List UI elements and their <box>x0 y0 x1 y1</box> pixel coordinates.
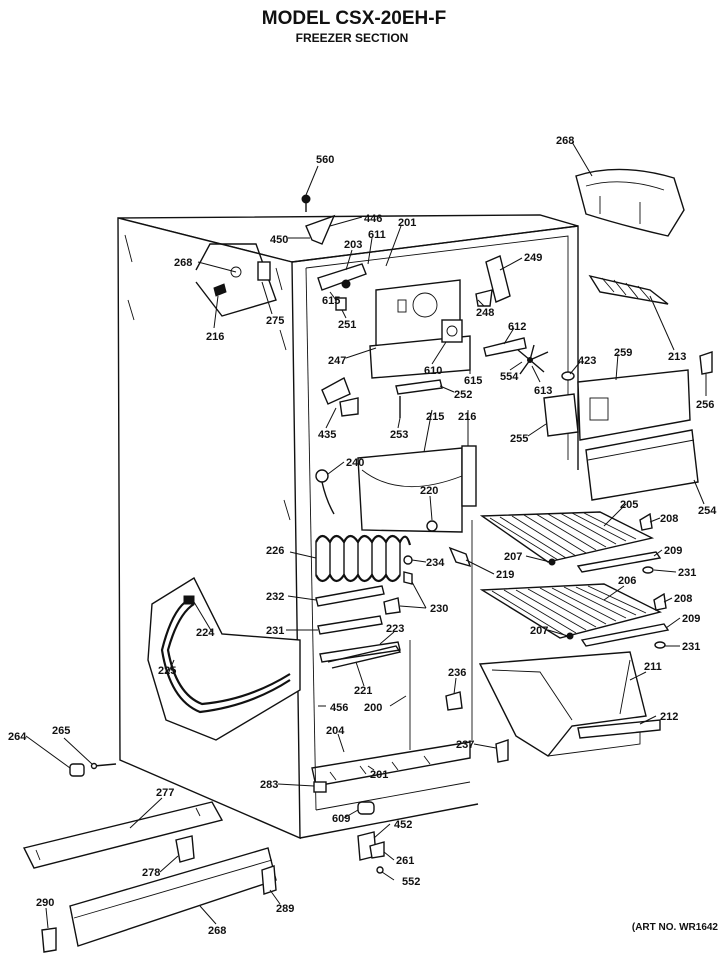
callout-219: 219 <box>496 569 514 581</box>
callout-613: 613 <box>534 385 552 397</box>
art-number: (ART NO. WR1642 <box>632 922 719 933</box>
callout-215: 215 <box>426 411 444 423</box>
callout-207: 207 <box>504 551 522 563</box>
ice-tray <box>588 274 669 305</box>
callout-611: 611 <box>368 229 386 241</box>
callout-231: 231 <box>682 641 700 653</box>
callout-275: 275 <box>266 315 284 327</box>
callout-268: 268 <box>556 135 574 147</box>
callout-211: 211 <box>644 661 662 673</box>
callout-216: 216 <box>206 331 224 343</box>
callout-268: 268 <box>174 257 192 269</box>
callout-610: 610 <box>424 365 442 377</box>
callout-232: 232 <box>266 591 284 603</box>
callout-612: 612 <box>508 321 526 333</box>
callout-456: 456 <box>330 702 348 714</box>
callout-261: 261 <box>396 855 414 867</box>
callout-615: 615 <box>322 295 340 307</box>
callout-206: 206 <box>618 575 636 587</box>
model-title: MODEL CSX-20EH-F <box>262 8 446 29</box>
callout-278: 278 <box>142 867 160 879</box>
heater-inset <box>147 577 301 741</box>
callout-237: 237 <box>456 739 474 751</box>
callout-290: 290 <box>36 897 54 909</box>
callout-223: 223 <box>386 623 404 635</box>
callout-446: 446 <box>364 213 382 225</box>
callout-247: 247 <box>328 355 346 367</box>
air-duct <box>357 447 463 533</box>
callout-205: 205 <box>620 499 638 511</box>
freezer-basket <box>478 651 661 757</box>
callout-609: 609 <box>332 813 350 825</box>
callout-212: 212 <box>660 711 678 723</box>
callout-224: 224 <box>196 627 215 639</box>
drain-trough-parts <box>315 585 402 669</box>
callout-216: 216 <box>458 411 476 423</box>
callout-253: 253 <box>390 429 408 441</box>
callout-256: 256 <box>696 399 714 411</box>
callout-236: 236 <box>448 667 466 679</box>
callout-251: 251 <box>338 319 356 331</box>
callout-201: 201 <box>370 769 388 781</box>
fan-motor <box>441 319 549 375</box>
callout-200: 200 <box>364 702 382 714</box>
ice-bin <box>575 168 685 237</box>
callout-234: 234 <box>426 557 445 569</box>
callout-230: 230 <box>430 603 448 615</box>
base-rails <box>22 801 277 953</box>
callout-259: 259 <box>614 347 632 359</box>
callout-435: 435 <box>318 429 336 441</box>
leader-lines <box>25 141 707 929</box>
wire-shelf-lower <box>479 583 670 647</box>
section-title: FREEZER SECTION <box>296 31 409 45</box>
callout-252: 252 <box>454 389 472 401</box>
callout-560: 560 <box>316 154 334 166</box>
callout-615: 615 <box>464 375 482 387</box>
callout-254: 254 <box>698 505 717 517</box>
callout-240: 240 <box>346 457 364 469</box>
callout-203: 203 <box>344 239 362 251</box>
callout-209: 209 <box>664 545 682 557</box>
callout-423: 423 <box>578 355 596 367</box>
callout-231: 231 <box>266 625 284 637</box>
callout-208: 208 <box>660 513 678 525</box>
callout-277: 277 <box>156 787 174 799</box>
shelf-frame <box>577 369 699 501</box>
callout-201: 201 <box>398 217 416 229</box>
small-parts <box>69 194 713 874</box>
callout-264: 264 <box>8 731 27 743</box>
evaporator-cover <box>369 279 471 379</box>
callout-283: 283 <box>260 779 278 791</box>
callout-226: 226 <box>266 545 284 557</box>
callout-249: 249 <box>524 252 542 264</box>
callout-231: 231 <box>678 567 696 579</box>
callout-255: 255 <box>510 433 528 445</box>
callout-208: 208 <box>674 593 692 605</box>
wire-shelf-upper <box>479 511 662 573</box>
callout-221: 221 <box>354 685 372 697</box>
callout-213: 213 <box>668 351 686 363</box>
callout-204: 204 <box>326 725 345 737</box>
callout-450: 450 <box>270 234 288 246</box>
callout-248: 248 <box>476 307 494 319</box>
defrost-coil <box>315 534 412 583</box>
callout-289: 289 <box>276 903 294 915</box>
callout-552: 552 <box>402 876 420 888</box>
callout-554: 554 <box>500 371 519 383</box>
callout-labels: 560 446 450 201 611 203 268 216 275 615 … <box>8 135 717 937</box>
callout-225: 225 <box>158 665 176 677</box>
callout-207: 207 <box>530 625 548 637</box>
callout-220: 220 <box>420 485 438 497</box>
callout-209: 209 <box>682 613 700 625</box>
callout-265: 265 <box>52 725 70 737</box>
callout-268: 268 <box>208 925 226 937</box>
callout-452: 452 <box>394 819 412 831</box>
